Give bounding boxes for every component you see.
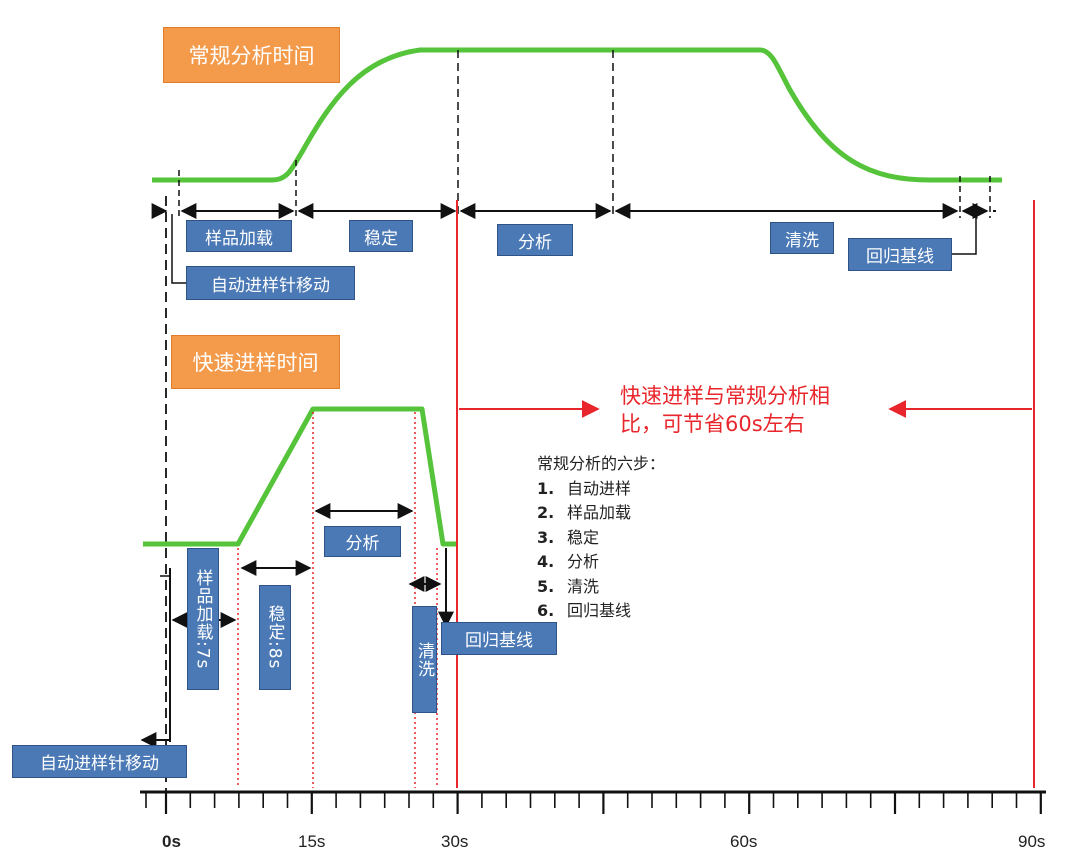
tick-label-60s: 60s bbox=[730, 832, 758, 851]
time-axis-ticks bbox=[145, 792, 1042, 814]
conventional-signal-curve bbox=[152, 47, 1002, 183]
steps-title: 常规分析的六步： bbox=[537, 454, 666, 473]
step-text: 回归基线 bbox=[567, 601, 632, 620]
top-label-stable: 稳定 bbox=[349, 220, 413, 252]
steps-list: 常规分析的六步： 1. 自动进样 2. 样品加载 3. 稳定 4. 分析 5. 清洗 6. 回归基线 bbox=[537, 452, 665, 624]
fast-label-analyze: 分析 bbox=[324, 526, 401, 557]
savings-note-line2: 比，可节省60s左右 bbox=[620, 412, 805, 436]
step-text: 分析 bbox=[567, 552, 600, 571]
step-item: 2. 样品加载 bbox=[537, 501, 665, 526]
fast-label-stable: 稳定:8s bbox=[259, 585, 291, 690]
step-item: 1. 自动进样 bbox=[537, 477, 665, 502]
fast-title: 快速进样时间 bbox=[171, 335, 340, 389]
tick-label-30s: 30s bbox=[441, 832, 469, 851]
step-number: 6. bbox=[537, 601, 555, 620]
fast-label-autosampler: 自动进样针移动 bbox=[12, 745, 187, 778]
top-label-wash: 清洗 bbox=[770, 222, 834, 254]
step-item: 4. 分析 bbox=[537, 550, 665, 575]
step-number: 2. bbox=[537, 503, 555, 522]
step-text: 稳定 bbox=[567, 527, 600, 547]
top-connector-baseline bbox=[952, 214, 977, 255]
step-item: 5. 清洗 bbox=[537, 575, 665, 600]
fast-label-load: 样品加载:7s bbox=[187, 548, 219, 690]
step-number: 5. bbox=[537, 576, 555, 596]
fast-label-baseline: 回归基线 bbox=[441, 622, 557, 655]
step-number: 3. bbox=[537, 527, 555, 547]
step-item: 3. 稳定 bbox=[537, 526, 665, 551]
step-text: 自动进样 bbox=[567, 478, 632, 498]
step-text: 样品加载 bbox=[567, 503, 632, 522]
steps-items: 1. 自动进样 2. 样品加载 3. 稳定 4. 分析 5. 清洗 6. 回归基线 bbox=[537, 477, 665, 624]
top-label-baseline: 回归基线 bbox=[848, 238, 952, 271]
step-item: 6. 回归基线 bbox=[537, 599, 665, 624]
tick-label-0s: 0s bbox=[162, 832, 181, 851]
top-label-load: 样品加载 bbox=[186, 220, 292, 252]
step-number: 1. bbox=[537, 478, 555, 498]
top-label-autosampler: 自动进样针移动 bbox=[186, 266, 355, 300]
fast-signal-curve bbox=[143, 406, 457, 547]
step-text: 清洗 bbox=[567, 576, 600, 596]
tick-label-15s: 15s bbox=[298, 832, 326, 851]
step-number: 4. bbox=[537, 552, 555, 571]
tick-label-90s: 90s bbox=[1018, 832, 1046, 851]
fast-label-wash: 清洗 bbox=[412, 606, 437, 713]
conventional-title: 常规分析时间 bbox=[163, 27, 340, 83]
top-connector-autosampler bbox=[171, 214, 186, 284]
savings-note-line1: 快速进样与常规分析相 bbox=[620, 384, 830, 408]
top-label-analyze: 分析 bbox=[497, 224, 573, 256]
savings-note: 快速进样与常规分析相 比，可节省60s左右 bbox=[620, 382, 830, 438]
